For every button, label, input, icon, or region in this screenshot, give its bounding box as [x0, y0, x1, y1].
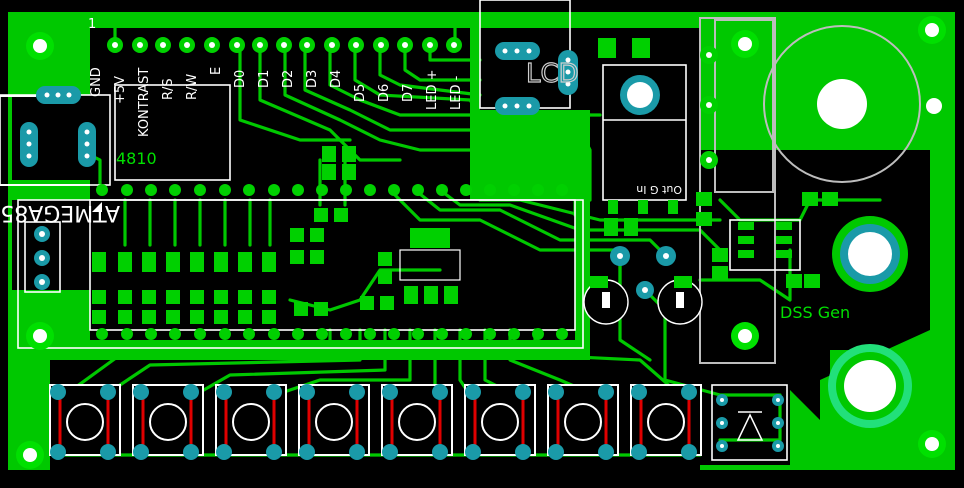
mcu-label: ATMEGA8535 [0, 200, 120, 225]
push-button [547, 384, 619, 460]
mcu-chip: ATMEGA8535 [0, 184, 568, 340]
pin-label-d4: D4 [329, 70, 344, 88]
pin-label-rs: R/S [161, 78, 176, 100]
capacitors [583, 246, 703, 325]
dds-module: DSS Gen [700, 46, 942, 322]
regulator-chip-label: 4810 [116, 149, 157, 168]
dds-module-outline [699, 17, 776, 364]
pin-label-led-plus: LED + [425, 70, 440, 111]
pin-label-rw: R/W [185, 74, 200, 100]
lcd-area-outline [114, 84, 231, 181]
push-button [464, 384, 536, 460]
pin-label-kontrast: KONTRAST [137, 68, 152, 137]
jumper [34, 226, 50, 290]
mcu-bottom-pads [96, 328, 568, 340]
lcd-connector-label: LCD [526, 59, 579, 89]
push-button [132, 384, 204, 460]
bnc-output-hole [848, 232, 892, 276]
power-connector [0, 86, 96, 186]
copper-pour [8, 12, 955, 470]
crystal-hole [817, 79, 867, 129]
bnc-input-hole [844, 360, 896, 412]
lcd-header [107, 37, 462, 53]
pin-label-d5: D5 [353, 84, 368, 102]
pin-label-d2: D2 [281, 70, 296, 88]
mounting-holes [16, 16, 946, 469]
push-button [630, 384, 702, 460]
regulator-pin-labels: Out G In [636, 183, 682, 196]
pin-label-d6: D6 [377, 84, 392, 102]
dds-label: DSS Gen [780, 303, 850, 322]
voltage-regulator: Out G In [608, 75, 682, 214]
resistor-array [92, 252, 276, 324]
push-button [381, 384, 453, 460]
pin-label-gnd: GND [89, 67, 104, 97]
pin1-marker: 1 [88, 17, 96, 32]
push-button [215, 384, 287, 460]
mcu-top-pads [96, 184, 568, 196]
push-buttons [49, 384, 702, 460]
pin-label-d0: D0 [233, 70, 248, 88]
crystal-smd-pad [410, 228, 450, 248]
push-button [298, 384, 370, 460]
crystal-outline [763, 25, 921, 183]
pin-label-d3: D3 [305, 70, 320, 88]
lcd-connector: LCD [495, 42, 579, 115]
optocoupler-outline [711, 384, 788, 461]
pin-label-e: E [209, 67, 224, 75]
pin-label-d1: D1 [257, 70, 272, 88]
pin-label-d7: D7 [401, 84, 416, 102]
pin-label-5v: +5V [113, 76, 128, 104]
push-button [49, 384, 121, 460]
smd-components [290, 38, 838, 316]
pin-label-led-minus: LED - [449, 75, 464, 110]
optocoupler [716, 394, 784, 452]
lcd-pin-labels: GND +5V KONTRAST R/S R/W E D0 D1 D2 D3 D… [89, 67, 464, 137]
bnc-connectors [828, 216, 912, 428]
